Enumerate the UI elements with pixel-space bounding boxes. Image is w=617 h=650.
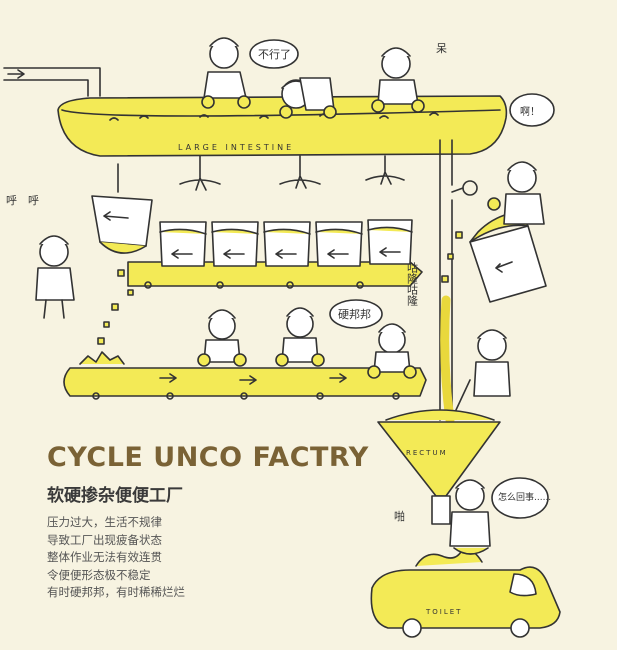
speech-text-2: 啊！ <box>520 106 540 118</box>
speech-text-1: 不行了 <box>258 48 291 61</box>
description-line: 令便便形态极不稳定 <box>47 567 151 582</box>
rectum-label: RECTUM <box>406 449 448 457</box>
sound-dull: 呆 <box>436 42 447 55</box>
speech-text-3: 硬邦邦 <box>338 308 371 321</box>
worker-2 <box>279 77 337 119</box>
worker-5 <box>35 235 75 319</box>
speech-bubble-4 <box>491 477 549 519</box>
worker-1 <box>201 37 251 109</box>
sludge-stream <box>440 295 455 425</box>
description-line: 压力过大，生活不规律 <box>47 515 162 529</box>
worker-6 <box>197 309 247 367</box>
speech-bubble-1 <box>249 39 299 69</box>
description-line: 有时硬邦邦，有时稀稀烂烂 <box>47 585 185 599</box>
speech-bubble-2 <box>509 93 555 127</box>
falling-chunks <box>97 231 463 345</box>
ceiling-fans <box>179 155 405 191</box>
worker-3 <box>371 47 425 113</box>
vertical-pipe <box>439 139 478 421</box>
large-intestine-label: LARGE INTESTINE <box>178 143 294 152</box>
description-block: 压力过大，生活不规律 导致工厂出现疲备状态 整体作业无法有效连贯 令便便形态极不… <box>47 514 185 602</box>
sound-pa: 啪 <box>394 509 405 523</box>
speech-text-4: 怎么回事...... <box>498 491 551 503</box>
worker-8 <box>367 323 417 379</box>
page-subtitle: 软硬掺杂便便工厂 <box>47 486 183 506</box>
sound-breath: 呼 呼 <box>6 194 39 207</box>
input-arrow-icon <box>3 67 101 97</box>
rectum-funnel <box>377 409 501 525</box>
description-line: 整体作业无法有效连贯 <box>47 550 162 564</box>
page-title: CYCLE UNCO FACTRY <box>47 442 369 473</box>
toilet-label: TOILET <box>425 608 462 616</box>
worker-9 <box>455 329 511 411</box>
worker-4 <box>487 161 545 225</box>
sorting-belt <box>127 219 423 289</box>
description-line: 导致工厂出现疲备状态 <box>47 532 162 547</box>
worker-7 <box>275 307 325 367</box>
pouring-bucket <box>469 211 547 303</box>
worker-10 <box>449 479 491 555</box>
sound-gulu: 咕隆咕隆 <box>406 262 419 306</box>
lower-belt <box>63 351 427 400</box>
speech-bubble-3 <box>329 299 383 329</box>
tipping-bucket <box>91 163 153 254</box>
toilet-car <box>370 548 561 638</box>
